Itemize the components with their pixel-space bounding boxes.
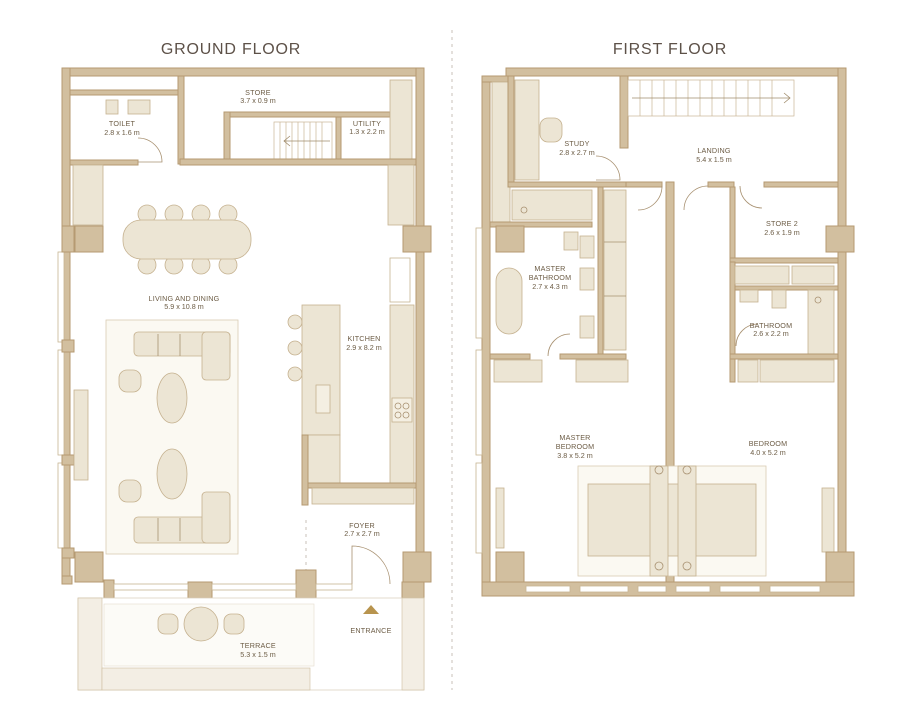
kitchen-island [287, 304, 341, 506]
ground-stairs [273, 121, 333, 161]
utility-dims: 1.3 x 2.2 m [349, 127, 385, 136]
column [74, 551, 104, 583]
armchair [118, 479, 142, 503]
cabinet [387, 164, 415, 226]
ground-left-windows [57, 225, 75, 559]
utility-room: UTILITY 1.3 x 2.2 m [335, 79, 413, 165]
dining-table-set [122, 204, 252, 275]
master-bathroom-dims: 2.7 x 4.3 m [532, 282, 568, 291]
first-floor-plan: FIRST FLOOR STUDY 2.8 x 2.7 m [475, 41, 855, 597]
sofa-bottom [133, 491, 231, 544]
terrace [77, 597, 425, 691]
entrance-door[interactable] [351, 545, 391, 585]
terrace-chair [157, 613, 179, 635]
master-bathroom: MASTER BATHROOM 2.7 x 4.3 m [489, 186, 627, 360]
tv-unit [821, 487, 835, 553]
landing-walls [625, 181, 839, 211]
column [74, 225, 104, 253]
master-bathroom-label: MASTER [534, 264, 565, 273]
armchair [118, 369, 142, 393]
coffee-table [156, 448, 188, 500]
sofa-top [133, 331, 231, 381]
column [402, 225, 432, 253]
bathroom-label: BATHROOM [750, 321, 793, 330]
store-dims: 3.7 x 0.9 m [240, 96, 276, 105]
dining-table [122, 219, 252, 260]
bed-left [649, 465, 669, 577]
master-bedroom-label: MASTER [559, 433, 590, 442]
wardrobe [493, 359, 543, 383]
ground-floor-title: GROUND FLOOR [161, 41, 301, 58]
bathroom-room: BATHROOM 2.6 x 2.2 m [729, 261, 839, 383]
wardrobe [737, 359, 759, 383]
master-bedroom-dims: 3.8 x 5.2 m [557, 451, 593, 460]
first-left-window [475, 462, 483, 554]
bed-right [677, 465, 697, 577]
study-room: STUDY 2.8 x 2.7 m [507, 75, 629, 188]
coffee-table [156, 372, 188, 424]
store-2-label: STORE 2 [766, 219, 798, 228]
bathroom-dims: 2.6 x 2.2 m [753, 329, 789, 338]
master-bedroom-label-2: BEDROOM [556, 442, 595, 451]
foyer-label: FOYER [349, 521, 375, 530]
study-dims: 2.8 x 2.7 m [559, 148, 595, 157]
ground-inner-wall [179, 158, 417, 166]
beds [587, 483, 757, 557]
study-label: STUDY [564, 139, 589, 148]
entrance-arrow-icon [363, 605, 379, 614]
kitchen-wall [307, 482, 417, 489]
utility-label: UTILITY [353, 119, 381, 128]
bedroom-label: BEDROOM [749, 439, 788, 448]
column [402, 551, 432, 583]
store-label: STORE [245, 88, 271, 97]
foyer-dims: 2.7 x 2.7 m [344, 529, 380, 538]
first-floor-title: FIRST FLOOR [613, 41, 727, 58]
first-left-window [475, 349, 483, 456]
living-label: LIVING AND DINING [149, 294, 220, 303]
ground-floor-plan: GROUND FLOOR [57, 41, 432, 691]
kitchen-window [389, 257, 411, 303]
store-2-dims: 2.6 x 1.9 m [764, 228, 800, 237]
toilet-label: TOILET [109, 119, 136, 128]
entrance-label: ENTRANCE [350, 626, 391, 635]
console [73, 389, 89, 481]
living-dims: 5.9 x 10.8 m [164, 302, 204, 311]
bedroom-dims: 4.0 x 5.2 m [750, 448, 786, 457]
kitchen-label: KITCHEN [348, 334, 381, 343]
terrace-label: TERRACE [240, 641, 276, 650]
terrace-dims: 5.3 x 1.5 m [240, 650, 276, 659]
wardrobe [759, 359, 835, 383]
toilet-dims: 2.8 x 1.6 m [104, 128, 140, 137]
cabinet [72, 164, 104, 226]
wardrobe [491, 81, 511, 223]
landing-label: LANDING [697, 146, 731, 155]
tv-unit [495, 487, 505, 549]
first-stairs [627, 79, 795, 117]
toilet-door[interactable] [137, 137, 163, 163]
toilet-bowl [105, 99, 119, 115]
column [825, 225, 855, 253]
column [495, 225, 525, 253]
first-left-window [475, 227, 483, 339]
kitchen-counters [389, 304, 415, 484]
toilet-room: TOILET 2.8 x 1.6 m [69, 75, 185, 166]
landing-dims: 5.4 x 1.5 m [696, 155, 732, 164]
kitchen-dims: 2.9 x 8.2 m [346, 343, 382, 352]
first-front-facade [481, 551, 855, 597]
toilet-basin [127, 99, 151, 115]
terrace-table [183, 606, 219, 642]
terrace-chair [223, 613, 245, 635]
wardrobe [575, 359, 629, 383]
foyer-bench [311, 487, 415, 505]
master-bathroom-label-2: BATHROOM [529, 273, 572, 282]
